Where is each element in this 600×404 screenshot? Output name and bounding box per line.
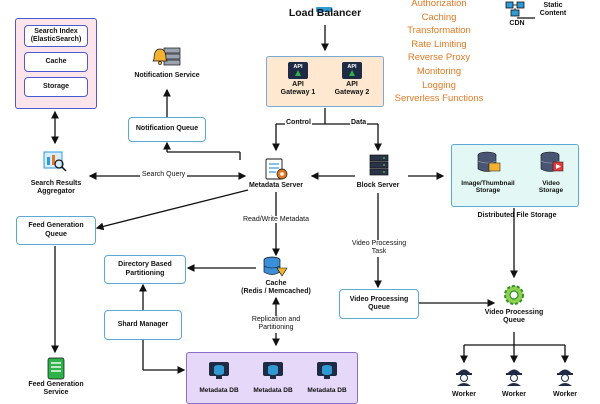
metadata-db-3-label: Metadata DB [307,387,347,394]
shard-manager-box: Shard Manager [104,310,182,340]
arrow-up-icon [349,70,355,76]
database-icon [263,362,283,379]
metadata-server-icon [263,157,289,186]
feed-generation-service-icon [46,357,66,386]
video-processing-queue-label: Video Processing Queue [484,309,544,325]
worker-icon [456,369,472,386]
notification-queue-box: Notification Queue [128,117,206,142]
directory-partitioning-label: Directory Based Partitioning [118,261,172,277]
metadata-db-2-label: Metadata DB [253,387,293,394]
search-aggregator-icon [43,151,67,178]
image-storage-icon [477,151,501,172]
search-cache-box: Cache [24,52,88,72]
gateway-features-list: Authorization Caching Transformation Rat… [384,0,494,106]
metadata-db-1-label: Metadata DB [199,387,239,394]
notification-service-icon [152,45,182,74]
worker-2: Worker [498,366,530,398]
metadata-db-group: Metadata DB Metadata DB Metadata DB [186,352,358,404]
api-gateway-2: API API Gateway 2 [327,62,377,97]
api-badge-text: API [347,64,357,70]
feed-generation-queue-box: Feed Generation Queue [16,216,96,245]
shard-manager-label: Shard Manager [117,320,169,328]
feature-rate-limiting: Rate Limiting [411,38,467,50]
feature-caching: Caching [421,11,457,23]
edge-meta-feedqueue [95,189,249,231]
metadata-db-1: Metadata DB [197,361,241,394]
read-write-edge-label: Read/Write Metadata [233,216,319,223]
api-gateway-group: API API Gateway 1 API API Gateway 2 [266,56,384,107]
load-balancer-label: Load Balancer [288,7,362,19]
worker-icon [506,369,522,386]
api-gateway-2-label: API Gateway 2 [334,81,370,97]
api-gateway-1-label: API Gateway 1 [280,81,316,97]
video-task-edge-label: Video Processing Task [344,240,414,257]
video-storage-label: Video Storage [538,180,564,195]
image-storage-label: Image/Thumbnail Storage [461,180,515,195]
static-content-label: Static Content [539,2,567,18]
feature-reverse-proxy: Reverse Proxy [407,52,471,64]
image-storage: Image/Thumbnail Storage [454,151,522,195]
replication-edge-label: Replication and Partitioning [236,316,316,333]
search-index-label: Search Index (ElasticSearch) [30,27,82,43]
video-processing-queue-box: Video Processing Queue [339,289,419,319]
search-index-box: Search Index (ElasticSearch) [24,25,88,47]
worker-3-label: Worker [553,391,577,398]
video-processing-queue-box-label: Video Processing Queue [349,295,409,311]
control-edge-label: Control [285,119,312,126]
block-server-icon [368,154,390,183]
search-cache-label: Cache [45,57,67,65]
api-gateway-1: API API Gateway 1 [273,62,323,97]
feature-monitoring: Monitoring [416,65,462,77]
gear-icon [502,283,526,312]
data-edge-label: Data [350,119,368,126]
worker-1-label: Worker [452,391,476,398]
api-badge-text: API [293,64,303,70]
feature-logging: Logging [422,79,456,91]
metadata-server-label: Metadata Server [248,182,304,189]
feed-generation-queue-label: Feed Generation Queue [28,222,84,238]
directory-partitioning-box: Directory Based Partitioning [104,255,186,284]
notification-service-label: Notification Service [134,72,200,79]
load-balancer-icon [314,0,334,18]
cdn-label: CDN [509,20,525,27]
feed-generation-service-label: Feed Generation Service [28,381,84,397]
api-badge-icon: API [288,62,308,79]
worker-icon [557,369,573,386]
database-icon [317,362,337,379]
search-index-cluster: Search Index (ElasticSearch) Cache Stora… [15,18,97,109]
video-storage-icon [540,151,564,172]
cache-redis-icon [262,256,288,283]
worker-2-label: Worker [502,391,526,398]
metadata-db-2: Metadata DB [251,361,295,394]
search-aggregator-label: Search Results Aggregator [30,180,82,196]
search-query-edge-label: Search Query [140,171,188,178]
worker-3: Worker [549,366,581,398]
block-server-label: Block Server [356,182,400,189]
feature-authorization: Authorization [411,0,467,9]
api-badge-icon: API [342,62,362,79]
database-icon [209,362,229,379]
search-storage-label: Storage [42,82,70,90]
distributed-storage-label: Distributed File Storage [477,212,557,219]
search-storage-box: Storage [24,77,88,97]
storage-cluster: Image/Thumbnail Storage Video Storage [451,144,579,207]
arrow-up-icon [295,70,301,76]
feature-transformation: Transformation [407,25,471,37]
video-storage: Video Storage [526,151,576,195]
metadata-db-3: Metadata DB [305,361,349,394]
cache-redis-label: Cache (Redis / Memcached) [241,280,311,296]
worker-1: Worker [448,366,480,398]
notification-queue-label: Notification Queue [135,125,199,133]
feature-serverless-functions: Serverless Functions [394,93,484,105]
cdn-icon [505,1,529,22]
